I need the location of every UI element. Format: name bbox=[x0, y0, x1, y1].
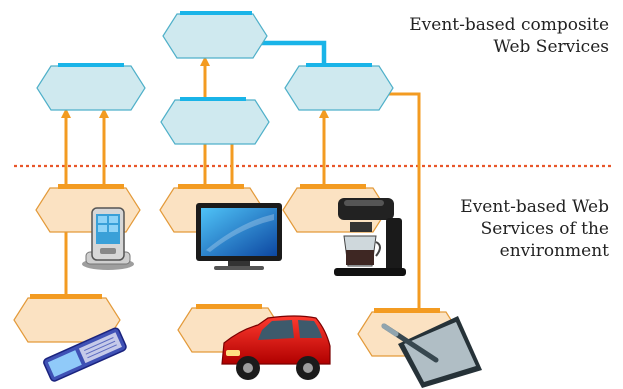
blue-arrow-comp-right-to-top bbox=[240, 37, 327, 70]
composite-service-left bbox=[36, 63, 146, 111]
coffee-machine-icon bbox=[334, 198, 406, 276]
composite-service-right bbox=[284, 63, 394, 111]
tablet-pen-icon bbox=[381, 316, 482, 388]
env-service-4 bbox=[13, 294, 121, 343]
environment-label-line-1: Event-based Web bbox=[460, 197, 609, 217]
smartphone-icon bbox=[82, 207, 134, 270]
composite-service-middle bbox=[160, 97, 270, 145]
composite-services-label: Event-based composite Web Services bbox=[409, 14, 609, 58]
mobile-phone-icon bbox=[43, 327, 127, 382]
environment-label-line-2: Services of the bbox=[480, 219, 609, 239]
environment-services-label: Event-based Web Services of the environm… bbox=[460, 196, 609, 262]
composite-label-line-2: Web Services bbox=[493, 37, 609, 57]
composite-service-top bbox=[162, 11, 268, 59]
flat-tv-icon bbox=[196, 203, 282, 270]
red-car-icon bbox=[221, 315, 331, 380]
environment-label-line-3: environment bbox=[499, 241, 609, 261]
composite-label-line-1: Event-based composite bbox=[409, 15, 609, 35]
